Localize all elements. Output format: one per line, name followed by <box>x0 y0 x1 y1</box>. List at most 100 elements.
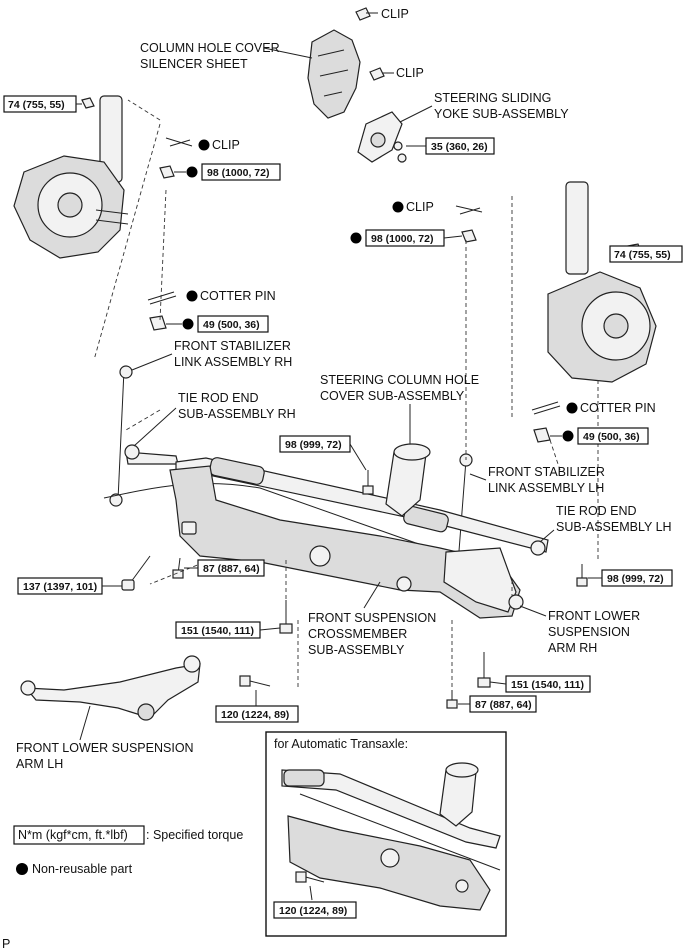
crossmember-label-2: CROSSMEMBER <box>308 627 407 641</box>
tie-rod-rh-label-1: TIE ROD END <box>178 391 259 405</box>
torque-87-right-text: 87 (887, 64) <box>475 699 532 711</box>
torque-49-left-text: 49 (500, 36) <box>203 319 260 331</box>
non-reusable-dot-cotter-left <box>186 290 198 302</box>
torque-87-left-text: 87 (887, 64) <box>203 563 260 575</box>
leader-lines <box>93 99 599 877</box>
stabilizer-link-rh-label-1: FRONT STABILIZER <box>174 339 291 353</box>
steering-sliding-yoke <box>357 111 407 163</box>
torque-box-151-right: 151 (1540, 111) <box>505 675 591 693</box>
torque-box-87-right: 87 (887, 64) <box>469 695 537 713</box>
stabilizer-link-lh-label-2: LINK ASSEMBLY LH <box>488 481 604 495</box>
torque-35-text: 35 (360, 26) <box>431 141 488 153</box>
legend-torque-text: : Specified torque <box>146 828 243 842</box>
clip-part-left <box>165 137 193 147</box>
bolt-87-right <box>446 690 458 709</box>
sliding-yoke-label-2: YOKE SUB-ASSEMBLY <box>434 107 569 121</box>
stabilizer-link-rh-label-2: LINK ASSEMBLY RH <box>174 355 292 369</box>
torque-box-98-center: 98 (999, 72) <box>279 435 351 453</box>
clip-label-top: CLIP <box>381 7 409 21</box>
torque-98-left-text: 98 (1000, 72) <box>207 167 269 179</box>
lower-arm-rh-label-3: ARM RH <box>548 641 597 655</box>
bolt-151-right <box>477 652 491 688</box>
crossmember-label-3: SUB-ASSEMBLY <box>308 643 405 657</box>
legend-torque: N*m (kgf*cm, ft.*lbf) : Specified torque <box>13 825 243 845</box>
torque-49-right-text: 49 (500, 36) <box>583 431 640 443</box>
torque-box-35: 35 (360, 26) <box>425 137 495 155</box>
torque-74-right-text: 74 (755, 55) <box>614 249 671 261</box>
torque-box-74-right: 74 (755, 55) <box>609 245 683 263</box>
nut-98-left <box>159 165 175 179</box>
legend-nonreusable-dot <box>16 863 28 875</box>
clip-label-top-text: CLIP <box>381 7 409 21</box>
bolt-120 <box>239 675 271 687</box>
inset-crossmember <box>287 815 491 911</box>
torque-box-98-left: 98 (1000, 72) <box>186 163 281 181</box>
legend-nonreusable: Non-reusable part <box>16 862 133 876</box>
torque-151-right-text: 151 (1540, 111) <box>511 679 584 691</box>
front-lower-arm-lh <box>20 655 201 721</box>
bolt-98-right <box>576 564 588 587</box>
torque-box-49-right: 49 (500, 36) <box>562 427 649 445</box>
non-reusable-dot-98-right <box>350 232 362 244</box>
inset-column-cover <box>439 762 479 827</box>
clip-part-right <box>455 205 483 215</box>
inset-rack <box>281 769 501 871</box>
tie-rod-rh-label-2: SUB-ASSEMBLY RH <box>178 407 296 421</box>
non-reusable-dot-49-right <box>562 430 574 442</box>
steering-gear-rack <box>175 443 549 553</box>
non-reusable-dot-49-left <box>182 318 194 330</box>
torque-box-120: 120 (1224, 89) <box>215 705 299 723</box>
clip-label-left: CLIP <box>212 138 240 152</box>
torque-137-text: 137 (1397, 101) <box>23 581 97 593</box>
lower-arm-rh-label-2: SUSPENSION <box>548 625 630 639</box>
legend-torque-box-text: N*m (kgf*cm, ft.*lbf) <box>18 828 128 842</box>
automatic-transaxle-inset: for Automatic Transaxle: 120 (1224, 89) <box>265 731 507 937</box>
torque-74-left-text: 74 (755, 55) <box>8 99 65 111</box>
tie-rod-lh-label-1: TIE ROD END <box>556 504 637 518</box>
torque-box-98-lowerright: 98 (999, 72) <box>601 569 673 587</box>
torque-box-98-right: 98 (1000, 72) <box>350 229 445 247</box>
nut-98-right <box>461 229 477 243</box>
column-hole-cover-label-1: STEERING COLUMN HOLE <box>320 373 479 387</box>
stabilizer-link-rh <box>109 365 133 507</box>
sliding-yoke-label-1: STEERING SLIDING <box>434 91 551 105</box>
column-hole-cover-label-2: COVER SUB-ASSEMBLY <box>320 389 465 403</box>
non-reusable-dot-clip-right <box>392 201 404 213</box>
inset-bolt-120 <box>295 871 325 883</box>
non-reusable-dot-98-left <box>186 166 198 178</box>
clip-part-mid <box>369 67 385 81</box>
silencer-sheet-label-1: COLUMN HOLE COVER <box>140 41 280 55</box>
steering-knuckle-lh <box>547 181 657 383</box>
lower-arm-rh-label-1: FRONT LOWER <box>548 609 640 623</box>
bolt-137 <box>121 555 151 591</box>
bolt-151-left <box>279 600 293 634</box>
tie-rod-lh-label-2: SUB-ASSEMBLY LH <box>556 520 672 534</box>
bolt-87-left <box>172 557 184 579</box>
torque-box-49-left: 49 (500, 36) <box>182 315 269 333</box>
torque-box-137: 137 (1397, 101) <box>17 577 103 595</box>
tie-rod-end-lh <box>530 540 546 556</box>
clip-label-mid: CLIP <box>396 66 424 80</box>
front-suspension-crossmember <box>169 465 521 619</box>
crossmember-label-1: FRONT SUSPENSION <box>308 611 436 625</box>
torque-120-inset-text: 120 (1224, 89) <box>279 905 347 917</box>
front-lower-arm-rh <box>443 547 524 613</box>
torque-98-lowerright-text: 98 (999, 72) <box>607 573 664 585</box>
torque-box-87-left: 87 (887, 64) <box>197 559 265 577</box>
legend-nonreusable-text: Non-reusable part <box>32 862 133 876</box>
nut-74-left <box>81 97 95 109</box>
nut-49-right <box>533 427 551 443</box>
clip-part-top <box>355 7 371 21</box>
nut-49-left <box>149 315 167 331</box>
lower-arm-lh-label-1: FRONT LOWER SUSPENSION <box>16 741 194 755</box>
cotter-pin-label-left: COTTER PIN <box>200 289 276 303</box>
torque-box-120-inset: 120 (1224, 89) <box>273 901 357 919</box>
tie-rod-end-rh <box>124 444 179 465</box>
torque-98-center-text: 98 (999, 72) <box>285 439 342 451</box>
torque-98-right-text: 98 (1000, 72) <box>371 233 433 245</box>
torque-box-151-left: 151 (1540, 111) <box>175 621 261 639</box>
steering-knuckle-rh <box>13 95 129 259</box>
silencer-sheet-label-2: SILENCER SHEET <box>140 57 248 71</box>
cotter-pin-right <box>531 401 561 415</box>
